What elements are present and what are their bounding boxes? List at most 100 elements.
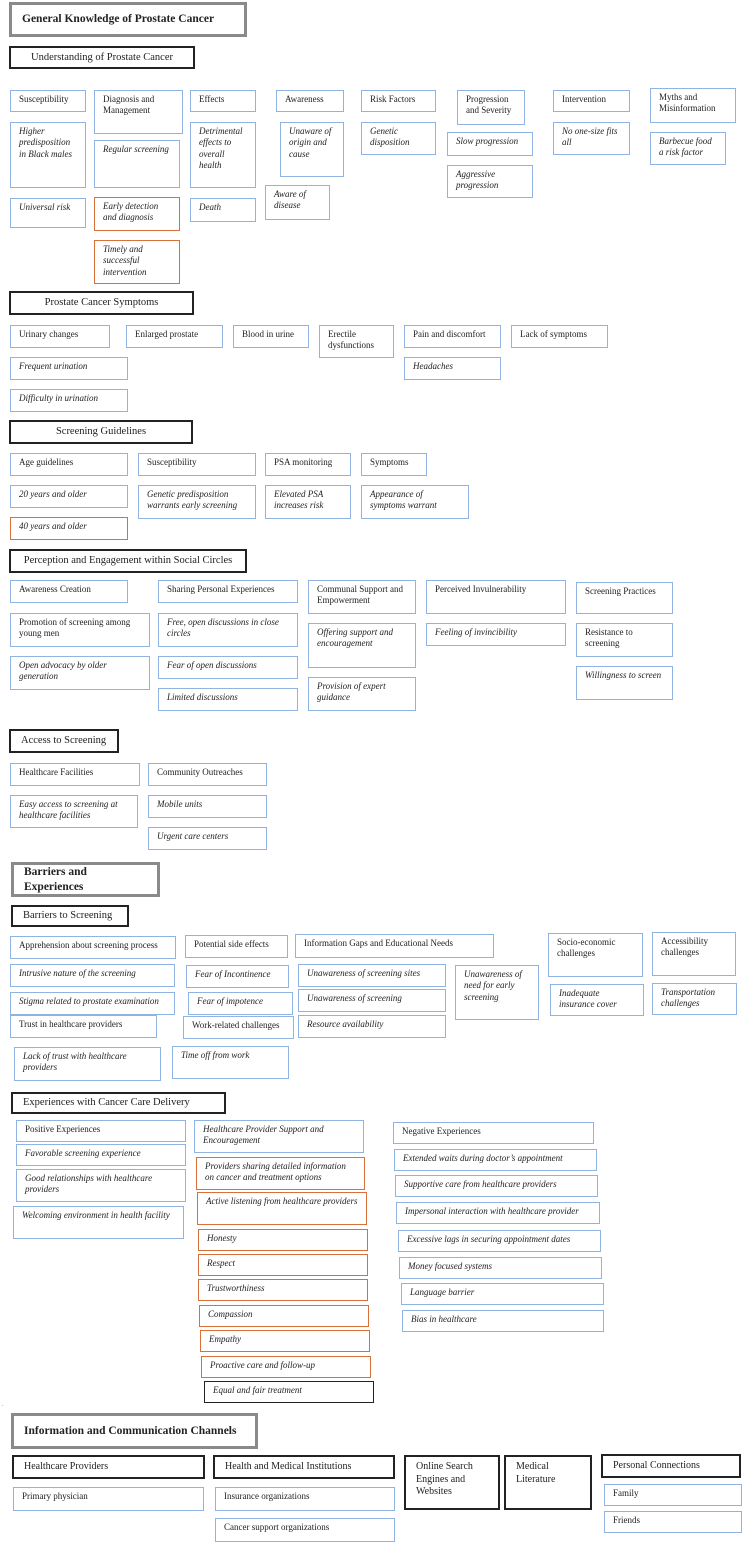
code-difficulty-urination: Difficulty in urination	[10, 389, 128, 412]
code-empathy: Empathy	[200, 1330, 370, 1352]
theme-apprehension: Apprehension about screening process	[10, 936, 176, 959]
theme-cancer-support: Cancer support organizations	[215, 1518, 395, 1542]
subcategory-symptoms: Prostate Cancer Symptoms	[9, 291, 194, 315]
theme-trust-providers: Trust in healthcare providers	[10, 1015, 157, 1038]
code-extended-waits: Extended waits during doctor’s appointme…	[394, 1149, 597, 1171]
theme-work-challenges: Work-related challenges	[183, 1016, 294, 1039]
code-headaches: Headaches	[404, 357, 501, 380]
code-trustworthiness: Trustworthiness	[198, 1279, 368, 1301]
code-free-open-discussions: Free, open discussions in close circles	[158, 613, 298, 647]
theme-enlarged-prostate: Enlarged prostate	[126, 325, 223, 348]
theme-progression-severity: Progression and Severity	[457, 90, 525, 125]
code-regular-screening: Regular screening	[94, 140, 180, 188]
subcategory-perception-engagement: Perception and Engagement within Social …	[9, 549, 247, 573]
code-stigma: Stigma related to prostate examination	[10, 992, 175, 1015]
code-transportation: Transportation challenges	[652, 983, 737, 1015]
subcategory-access: Access to Screening	[9, 729, 119, 753]
code-detrimental-effects: Detrimental effects to overall health	[190, 122, 256, 188]
theme-pain-discomfort: Pain and discomfort	[404, 325, 501, 348]
code-limited-discussions: Limited discussions	[158, 688, 298, 711]
main-category-information: Information and Communication Channels	[11, 1413, 258, 1449]
theme-susceptibility-guideline: Susceptibility	[138, 453, 256, 476]
code-resistance: Resistance to screening	[576, 623, 673, 657]
code-genetic-disposition: Genetic disposition	[361, 122, 436, 155]
code-no-one-size: No one-size fits all	[553, 122, 630, 155]
code-forty-years: 40 years and older	[10, 517, 128, 540]
code-twenty-years: 20 years and older	[10, 485, 128, 508]
code-favorable-screening: Favorable screening experience	[16, 1144, 186, 1166]
theme-insurance-organizations: Insurance organizations	[215, 1487, 395, 1511]
code-frequent-urination: Frequent urination	[10, 357, 128, 380]
code-supportive-care: Supportive care from healthcare provider…	[395, 1175, 598, 1197]
subcategory-screening-guidelines: Screening Guidelines	[9, 420, 193, 444]
code-unaware-origin: Unaware of origin and cause	[280, 122, 344, 177]
code-welcoming-environment: Welcoming environment in health facility	[13, 1206, 184, 1239]
subcategory-online-search: Online Search Engines and Websites	[404, 1455, 500, 1510]
theme-awareness: Awareness	[276, 90, 344, 112]
code-barbecue: Barbecue food a risk factor	[650, 132, 726, 165]
theme-socio-economic: Socio-economic challenges	[548, 933, 643, 977]
code-equal-treatment: Equal and fair treatment	[204, 1381, 374, 1403]
subcategory-health-institutions: Health and Medical Institutions	[213, 1455, 395, 1479]
code-slow-progression: Slow progression	[447, 132, 533, 156]
code-aware-of-disease: Aware of disease	[265, 185, 330, 220]
main-category-general-knowledge: General Knowledge of Prostate Cancer	[9, 2, 247, 37]
code-offering-support: Offering support and encouragement	[308, 623, 416, 668]
code-proactive-care: Proactive care and follow-up	[201, 1356, 371, 1378]
theme-myths: Myths and Misinformation	[650, 88, 736, 123]
theme-awareness-creation: Awareness Creation	[10, 580, 128, 603]
main-category-barriers: Barriers and Experiences	[11, 862, 160, 897]
stray-mark: .	[2, 1402, 4, 1408]
theme-healthcare-facilities: Healthcare Facilities	[10, 763, 140, 786]
code-open-advocacy: Open advocacy by older generation	[10, 656, 150, 690]
theme-screening-practices: Screening Practices	[576, 582, 673, 614]
code-inadequate-insurance: Inadequate insurance cover	[550, 984, 644, 1016]
theme-community-outreaches: Community Outreaches	[148, 763, 267, 786]
subcategory-barriers-screening: Barriers to Screening	[11, 905, 129, 927]
code-resource-availability: Resource availability	[298, 1015, 446, 1038]
code-appearance-symptoms: Appearance of symptoms warrant	[361, 485, 469, 519]
code-sharing-information: Providers sharing detailed information o…	[196, 1157, 365, 1190]
code-fear-incontinence: Fear of Incontinence	[186, 965, 289, 988]
code-unaware-sites: Unawareness of screening sites	[298, 964, 446, 987]
code-fear-open-discussions: Fear of open discussions	[158, 656, 298, 679]
subcategory-healthcare-providers: Healthcare Providers	[12, 1455, 205, 1479]
theme-psa-monitoring: PSA monitoring	[265, 453, 351, 476]
theme-friends: Friends	[604, 1511, 742, 1533]
code-higher-predisposition: Higher predisposition in Black males	[10, 122, 86, 188]
code-language-barrier: Language barrier	[401, 1283, 604, 1305]
theme-risk-factors: Risk Factors	[361, 90, 436, 112]
code-promotion-young-men: Promotion of screening among young men	[10, 613, 150, 647]
theme-negative-experiences: Negative Experiences	[393, 1122, 594, 1144]
code-aggressive-progression: Aggressive progression	[447, 165, 533, 198]
code-respect: Respect	[198, 1254, 368, 1276]
code-easy-access: Easy access to screening at healthcare f…	[10, 795, 138, 828]
theme-family: Family	[604, 1484, 742, 1506]
code-time-off-work: Time off from work	[172, 1046, 289, 1079]
code-genetic-early-screening: Genetic predisposition warrants early sc…	[138, 485, 256, 519]
theme-erectile-dysfunctions: Erectile dysfunctions	[319, 325, 394, 358]
code-lack-of-trust: Lack of trust with healthcare providers	[14, 1047, 161, 1081]
code-unaware-need: Unawareness of need for early screening	[455, 965, 539, 1020]
code-urgent-care: Urgent care centers	[148, 827, 267, 850]
theme-potential-side-effects: Potential side effects	[185, 935, 288, 958]
code-elevated-psa: Elevated PSA increases risk	[265, 485, 351, 519]
theme-age-guidelines: Age guidelines	[10, 453, 128, 476]
code-compassion: Compassion	[199, 1305, 369, 1327]
code-invincibility: Feeling of invincibility	[426, 623, 566, 646]
code-excessive-lags: Excessive lags in securing appointment d…	[398, 1230, 601, 1252]
theme-symptoms-guideline: Symptoms	[361, 453, 427, 476]
code-good-relationships: Good relationships with healthcare provi…	[16, 1169, 186, 1202]
theme-effects: Effects	[190, 90, 256, 112]
code-timely-intervention: Timely and successful intervention	[94, 240, 180, 284]
theme-accessibility: Accessibility challenges	[652, 932, 736, 976]
theme-perceived-invulnerability: Perceived Invulnerability	[426, 580, 566, 614]
code-honesty: Honesty	[198, 1229, 368, 1251]
theme-communal-support: Communal Support and Empowerment	[308, 580, 416, 614]
theme-diagnosis-management: Diagnosis and Management	[94, 90, 183, 134]
code-willingness: Willingness to screen	[576, 666, 673, 700]
code-universal-risk: Universal risk	[10, 198, 86, 228]
subcategory-medical-literature: Medical Literature	[504, 1455, 592, 1510]
code-intrusive-nature: Intrusive nature of the screening	[10, 964, 175, 987]
code-money-focused: Money focused systems	[399, 1257, 602, 1279]
